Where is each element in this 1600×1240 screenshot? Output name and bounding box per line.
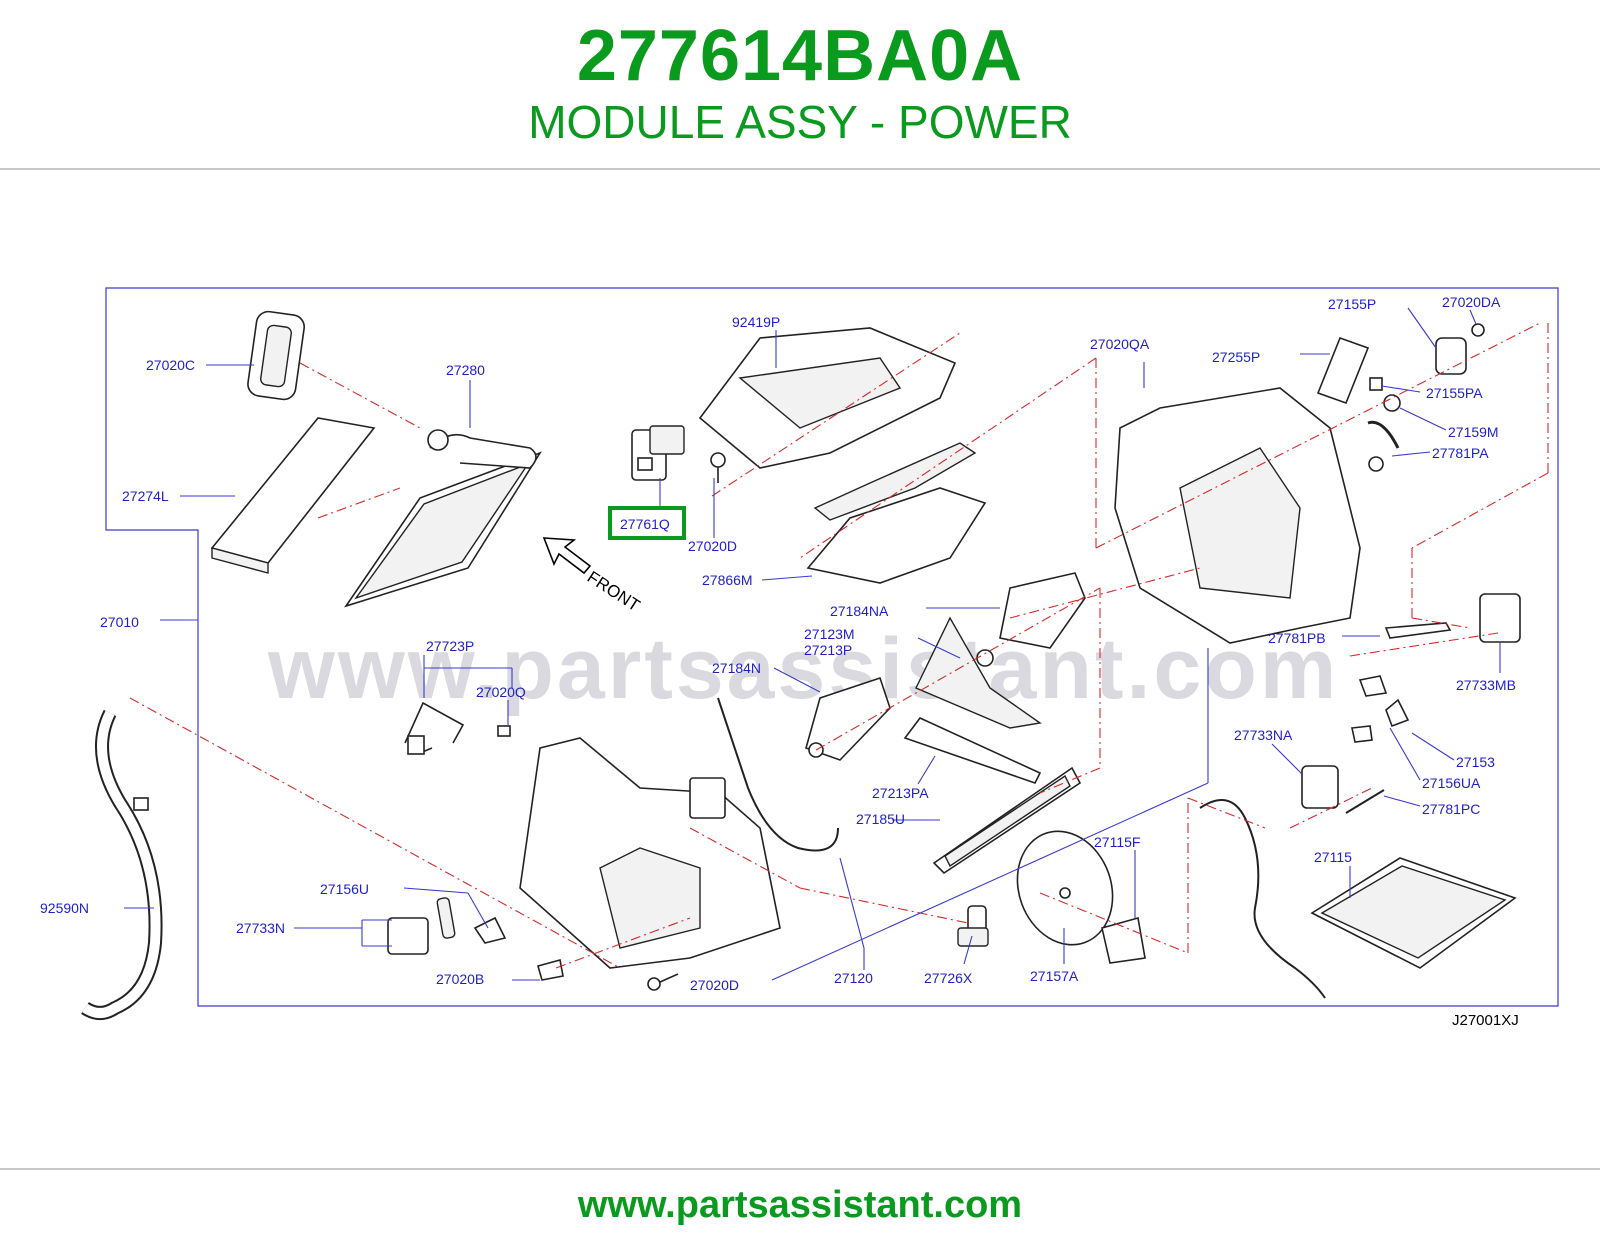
blower-27157A-shape: [1016, 830, 1114, 946]
label-27213PA[interactable]: 27213PA: [872, 785, 929, 801]
label-27020DA[interactable]: 27020DA: [1442, 294, 1501, 310]
lever-27156U-shape: [473, 916, 507, 944]
diagram-code: J27001XJ: [1452, 1012, 1519, 1029]
parts-diagram: www.partsassistant.com: [0, 268, 1600, 1070]
label-27274L[interactable]: 27274L: [122, 488, 169, 504]
label-27184NA[interactable]: 27184NA: [830, 603, 889, 619]
label-27010[interactable]: 27010: [100, 614, 139, 630]
label-27159M[interactable]: 27159M: [1448, 424, 1499, 440]
rod-27781PC-shape: [1345, 789, 1385, 814]
clip-27020Q-shape: [497, 725, 511, 737]
label-27733N[interactable]: 27733N: [236, 920, 285, 936]
sensor-27726X-shape: [957, 905, 989, 947]
right-housing-shape: [1114, 387, 1361, 644]
evaporator-27280-shape: [344, 429, 542, 608]
holder-27115F-shape: [1101, 916, 1146, 964]
duct-27213PA-shape: [903, 717, 1042, 784]
actuator-27733N-shape: [387, 897, 456, 955]
filter-27274L-shape: [210, 417, 376, 574]
filter-27255P-shape: [1316, 336, 1370, 405]
label-27020D-top[interactable]: 27020D: [688, 538, 737, 554]
label-27255P[interactable]: 27255P: [1212, 349, 1260, 365]
label-27156UA[interactable]: 27156UA: [1422, 775, 1481, 791]
label-27020C[interactable]: 27020C: [146, 357, 195, 373]
screw-27020D-top-shape: [710, 452, 726, 483]
front-label: FRONT: [584, 567, 643, 615]
label-92419P[interactable]: 92419P: [732, 314, 780, 330]
label-27153[interactable]: 27153: [1456, 754, 1495, 770]
part-name-subtitle: MODULE ASSY - POWER: [528, 96, 1072, 148]
parts-diagram-svg: www.partsassistant.com: [40, 287, 1559, 1029]
part-number-title: 277614BA0A: [576, 16, 1024, 96]
label-27120[interactable]: 27120: [834, 970, 873, 986]
label-27157A[interactable]: 27157A: [1030, 968, 1079, 984]
label-27020D-bottom[interactable]: 27020D: [690, 977, 739, 993]
label-27115[interactable]: 27115: [1314, 849, 1352, 865]
highlight-box: [608, 506, 686, 540]
label-27280[interactable]: 27280: [446, 362, 485, 378]
hose-92590N-shape: [81, 709, 163, 1020]
label-27020QA[interactable]: 27020QA: [1090, 336, 1150, 352]
screw-27020D-bottom-shape: [647, 973, 679, 991]
page-header: 277614BA0A MODULE ASSY - POWER: [0, 0, 1600, 168]
header-divider: [0, 168, 1600, 170]
footer-divider: [0, 1168, 1600, 1170]
actuator-27733MB-shape: [1479, 593, 1521, 643]
rod-27781PB-shape: [1384, 622, 1452, 639]
lower-housing-shape: [519, 737, 781, 969]
pipe-27120-shape: [717, 697, 839, 852]
door-27184NA-shape: [999, 572, 1086, 649]
seal-27020C-shape: [247, 310, 305, 401]
label-27781PC[interactable]: 27781PC: [1422, 801, 1480, 817]
duct-27866M-shape: [806, 442, 987, 584]
leader-lines: [124, 307, 1501, 981]
bracket-27723P-shape: [404, 701, 465, 755]
label-27866M[interactable]: 27866M: [702, 572, 753, 588]
label-27213P[interactable]: 27213P: [804, 642, 852, 658]
levers-27153-shape: [1351, 675, 1410, 743]
footer-url[interactable]: www.partsassistant.com: [577, 1184, 1023, 1226]
front-arrow: FRONT: [542, 537, 643, 615]
power-module-27761Q-shape: [631, 425, 685, 481]
label-27115F[interactable]: 27115F: [1094, 834, 1140, 850]
label-27020Q[interactable]: 27020Q: [476, 684, 526, 700]
label-27781PB[interactable]: 27781PB: [1268, 630, 1326, 646]
label-27123M[interactable]: 27123M: [804, 626, 855, 642]
small-parts-right-shape: [1367, 377, 1401, 472]
label-92590N[interactable]: 92590N: [40, 900, 89, 916]
watermark-text: www.partsassistant.com: [267, 621, 1339, 717]
label-27184N[interactable]: 27184N: [712, 660, 761, 676]
label-27781PA[interactable]: 27781PA: [1432, 445, 1489, 461]
label-27733MB[interactable]: 27733MB: [1456, 677, 1516, 693]
assembly-lines: [129, 322, 1549, 969]
actuator-27155P-shape: [1435, 323, 1485, 375]
label-27155P[interactable]: 27155P: [1328, 296, 1376, 312]
link-27123M-shape: [915, 616, 1042, 729]
assembly-frame: [105, 287, 1559, 1007]
actuator-27733NA-shape: [1301, 765, 1339, 809]
label-27733NA[interactable]: 27733NA: [1234, 727, 1293, 743]
label-27020B[interactable]: 27020B: [436, 971, 484, 987]
label-27185U[interactable]: 27185U: [856, 811, 905, 827]
label-27155PA[interactable]: 27155PA: [1426, 385, 1483, 401]
clip-27020B-shape: [537, 958, 564, 981]
label-27726X[interactable]: 27726X: [924, 970, 973, 986]
grille-27185U-shape: [932, 766, 1082, 875]
label-27156U[interactable]: 27156U: [320, 881, 369, 897]
upper-housing-92419P-shape: [698, 327, 957, 469]
label-27761Q[interactable]: 27761Q: [620, 516, 670, 532]
heater-core-27115-shape: [1199, 799, 1517, 999]
label-27723P[interactable]: 27723P: [426, 638, 474, 654]
